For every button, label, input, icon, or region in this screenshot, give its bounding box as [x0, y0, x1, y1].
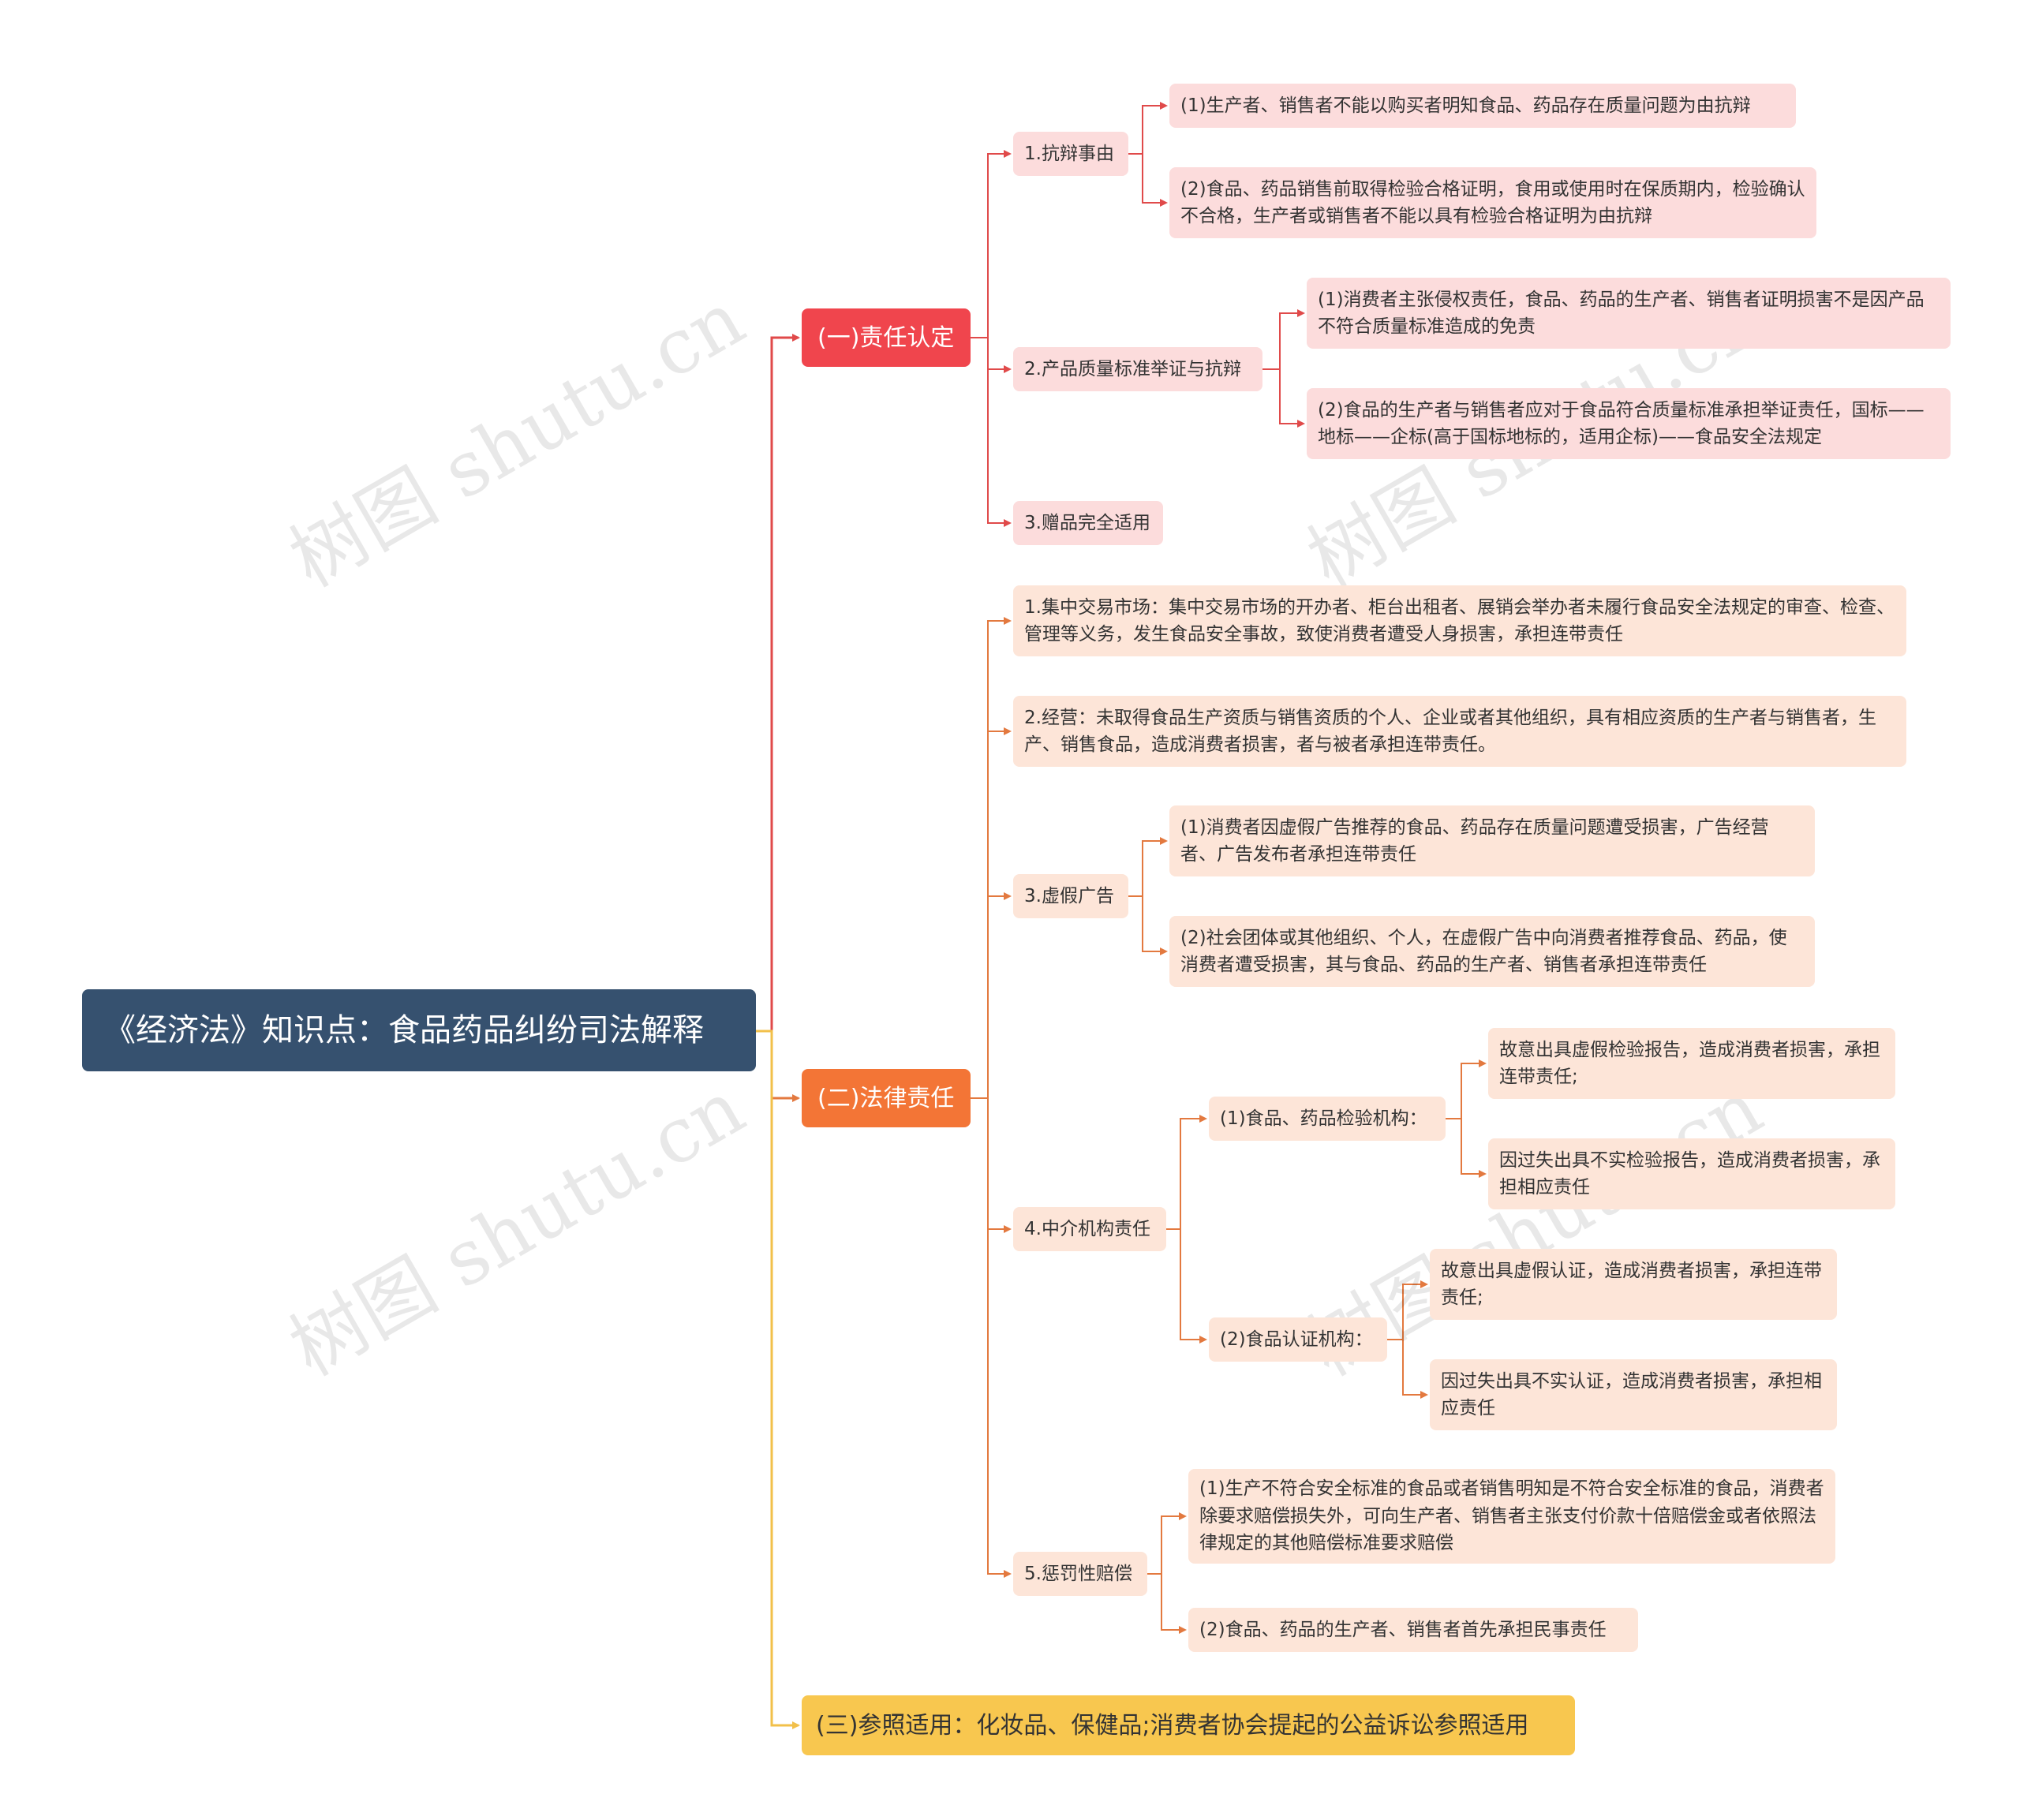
link-c2-d2 [1279, 369, 1305, 428]
leaf-quality-2[interactable]: (2)食品的生产者与销售者应对于食品符合质量标准承担举证责任，国标——地标——企… [1307, 388, 1951, 459]
node-label: 5.惩罚性赔偿 [1024, 1563, 1132, 1584]
node-punitive-damages[interactable]: 5.惩罚性赔偿 [1013, 1552, 1147, 1596]
leaf-advertising-1[interactable]: (1)消费者因虚假广告推荐的食品、药品存在质量问题遭受损害，广告经营者、广告发布… [1169, 805, 1815, 876]
node-label: 2.经营：未取得食品生产资质与销售资质的个人、企业或者其他组织，具有相应资质的生… [1024, 707, 1876, 756]
link-b1-c1 [971, 150, 1012, 338]
node-label: (2)食品认证机构： [1220, 1329, 1373, 1350]
link-root-b3 [756, 1030, 800, 1729]
branch-liability-determination[interactable]: (一)责任认定 [802, 308, 971, 367]
leaf-certification-1[interactable]: 故意出具虚假认证，造成消费者损害，承担连带责任; [1430, 1249, 1837, 1320]
leaf-inspection-1[interactable]: 故意出具虚假检验报告，造成消费者损害，承担连带责任; [1488, 1028, 1895, 1099]
link-e1-f2 [1461, 1119, 1487, 1178]
node-centralized-market[interactable]: 1.集中交易市场：集中交易市场的开办者、柜台出租者、展销会举办者未履行食品安全法… [1013, 585, 1906, 656]
link-c1-d2 [1142, 154, 1168, 207]
leaf-defense-2[interactable]: (2)食品、药品销售前取得检验合格证明，食用或使用时在保质期内，检验确认不合格，… [1169, 167, 1816, 238]
node-label: 1.集中交易市场：集中交易市场的开办者、柜台出租者、展销会举办者未履行食品安全法… [1024, 596, 1895, 645]
root-topic[interactable]: 《经济法》知识点：食品药品纠纷司法解释 [82, 989, 756, 1071]
leaf-text: (1)消费者因虚假广告推荐的食品、药品存在质量问题遭受损害，广告经营者、广告发布… [1180, 817, 1769, 865]
leaf-advertising-2[interactable]: (2)社会团体或其他组织、个人，在虚假广告中向消费者推荐食品、药品，使消费者遭受… [1169, 916, 1815, 987]
leaf-inspection-2[interactable]: 因过失出具不实检验报告，造成消费者损害，承担相应责任 [1488, 1138, 1895, 1209]
link-c4-e1 [1166, 1115, 1207, 1230]
leaf-text: (1)生产不符合安全标准的食品或者销售明知是不符合安全标准的食品，消费者除要求赔… [1199, 1478, 1824, 1554]
node-gifts[interactable]: 3.赠品完全适用 [1013, 501, 1163, 545]
node-operation[interactable]: 2.经营：未取得食品生产资质与销售资质的个人、企业或者其他组织，具有相应资质的生… [1013, 696, 1906, 767]
leaf-punitive-1[interactable]: (1)生产不符合安全标准的食品或者销售明知是不符合安全标准的食品，消费者除要求赔… [1188, 1469, 1835, 1564]
link-e2-f1 [1387, 1280, 1428, 1340]
leaf-text: (2)食品、药品的生产者、销售者首先承担民事责任 [1199, 1619, 1607, 1640]
leaf-text: (2)社会团体或其他组织、个人，在虚假广告中向消费者推荐食品、药品，使消费者遭受… [1180, 927, 1787, 976]
leaf-punitive-2[interactable]: (2)食品、药品的生产者、销售者首先承担民事责任 [1188, 1608, 1638, 1652]
leaf-text: 因过失出具不实检验报告，造成消费者损害，承担相应责任 [1499, 1149, 1880, 1198]
node-certification-agency[interactable]: (2)食品认证机构： [1209, 1317, 1387, 1362]
node-label: 3.虚假广告 [1024, 885, 1114, 906]
node-label: 2.产品质量标准举证与抗辩 [1024, 358, 1241, 379]
link-b2-c4 [987, 1098, 1012, 1233]
leaf-text: (2)食品的生产者与销售者应对于食品符合质量标准承担举证责任，国标——地标——企… [1318, 399, 1925, 448]
leaf-text: 因过失出具不实认证，造成消费者损害，承担相应责任 [1441, 1370, 1822, 1419]
node-label: 4.中介机构责任 [1024, 1218, 1150, 1239]
leaf-quality-1[interactable]: (1)消费者主张侵权责任，食品、药品的生产者、销售者证明损害不是因产品不符合质量… [1307, 278, 1951, 349]
link-c4-e2 [1180, 1229, 1207, 1344]
link-c5-d2 [1161, 1574, 1187, 1634]
link-c5-d1 [1147, 1512, 1187, 1575]
link-b2-c1 [971, 617, 1012, 1099]
branch-label: (三)参照适用：化妆品、保健品;消费者协会提起的公益诉讼参照适用 [816, 1711, 1529, 1740]
link-root-b1 [756, 334, 800, 1033]
root-topic-label: 《经济法》知识点：食品药品纠纷司法解释 [104, 1012, 704, 1048]
link-c2-d1 [1262, 309, 1305, 370]
link-e2-f2 [1402, 1340, 1428, 1399]
link-b1-c3 [987, 338, 1012, 527]
link-b2-c2 [987, 727, 1012, 1098]
node-false-advertising[interactable]: 3.虚假广告 [1013, 874, 1128, 918]
link-c3-d1 [1128, 837, 1168, 897]
node-label: 1.抗辩事由 [1024, 143, 1114, 164]
link-b1-c2 [987, 338, 1012, 373]
node-defense-reasons[interactable]: 1.抗辩事由 [1013, 132, 1128, 176]
node-label: 3.赠品完全适用 [1024, 512, 1150, 533]
node-quality-standard-proof[interactable]: 2.产品质量标准举证与抗辩 [1013, 347, 1262, 391]
link-b2-c5 [987, 1098, 1012, 1578]
node-label: (1)食品、药品检验机构： [1220, 1108, 1427, 1129]
link-b2-c3 [987, 892, 1012, 1098]
link-c1-d1 [1128, 102, 1168, 155]
link-root-b2 [756, 1030, 800, 1102]
leaf-text: 故意出具虚假认证，造成消费者损害，承担连带责任; [1441, 1260, 1822, 1309]
branch-label: (一)责任认定 [817, 323, 955, 352]
leaf-text: (1)消费者主张侵权责任，食品、药品的生产者、销售者证明损害不是因产品不符合质量… [1318, 289, 1925, 338]
leaf-certification-2[interactable]: 因过失出具不实认证，造成消费者损害，承担相应责任 [1430, 1359, 1837, 1430]
branch-legal-liability[interactable]: (二)法律责任 [802, 1069, 971, 1127]
link-c3-d2 [1142, 896, 1168, 955]
leaf-defense-1[interactable]: (1)生产者、销售者不能以购买者明知食品、药品存在质量问题为由抗辩 [1169, 84, 1796, 128]
link-e1-f1 [1446, 1059, 1487, 1119]
leaf-text: (2)食品、药品销售前取得检验合格证明，食用或使用时在保质期内，检验确认不合格，… [1180, 178, 1805, 227]
node-intermediary-liability[interactable]: 4.中介机构责任 [1013, 1207, 1166, 1251]
leaf-text: 故意出具虚假检验报告，造成消费者损害，承担连带责任; [1499, 1039, 1880, 1088]
node-inspection-agency[interactable]: (1)食品、药品检验机构： [1209, 1097, 1446, 1141]
branch-reference-application[interactable]: (三)参照适用：化妆品、保健品;消费者协会提起的公益诉讼参照适用 [802, 1695, 1575, 1755]
leaf-text: (1)生产者、销售者不能以购买者明知食品、药品存在质量问题为由抗辩 [1180, 95, 1751, 116]
branch-label: (二)法律责任 [817, 1084, 955, 1112]
